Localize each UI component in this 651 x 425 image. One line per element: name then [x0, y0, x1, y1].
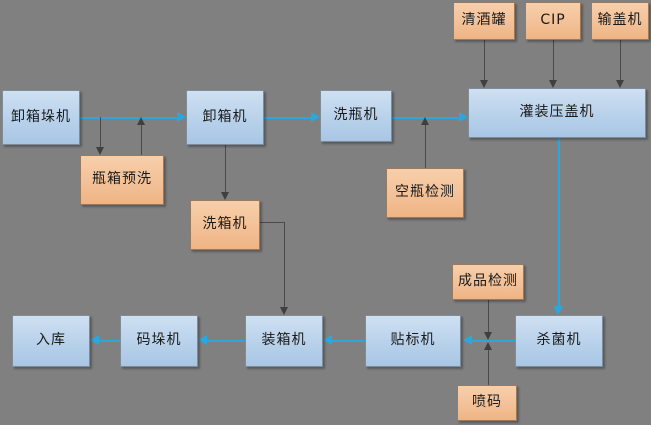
node-palletizer[interactable]: 码垛机	[120, 315, 198, 367]
node-label: 成品检测	[458, 273, 518, 290]
aux-arrowhead-n2-up	[137, 117, 145, 125]
aux-edge-n4-n15-h	[260, 222, 284, 223]
node-label: 输盖机	[597, 12, 643, 29]
aux-edge-n12-flow	[488, 300, 489, 332]
aux-edge-n10-n7	[620, 40, 621, 80]
node-label: 洗箱机	[202, 216, 248, 233]
aux-arrowhead-n15	[280, 307, 288, 315]
aux-edge-n1-n2	[100, 117, 101, 147]
node-cip[interactable]: CIP	[525, 2, 581, 40]
flow-edge-n15-n16	[207, 340, 245, 342]
node-filler-capper[interactable]: 灌装压盖机	[468, 88, 646, 138]
node-label: 贴标机	[390, 332, 436, 349]
node-case-packer[interactable]: 装箱机	[245, 315, 323, 367]
aux-edge-n6-flow	[425, 125, 426, 168]
flow-arrowhead-n5	[311, 112, 320, 122]
node-labeler[interactable]: 贴标机	[365, 315, 461, 367]
node-label: CIP	[540, 12, 566, 29]
node-label: 杀菌机	[536, 332, 582, 349]
aux-edge-n9-n7	[553, 40, 554, 80]
node-bottle-washer[interactable]: 洗瓶机	[320, 90, 392, 142]
node-uncaser[interactable]: 卸箱机	[186, 90, 264, 145]
flow-edge-n1-n3	[80, 117, 177, 119]
node-crate-washer[interactable]: 洗箱机	[190, 200, 260, 250]
aux-edge-n2-flow	[141, 125, 142, 155]
node-label: 喷码	[472, 394, 502, 411]
flow-edge-n16-n17	[99, 340, 120, 342]
aux-edge-n4-n15-v	[284, 222, 285, 307]
aux-arrowhead-flow-a	[484, 332, 492, 340]
flow-edge-n14-n15	[332, 340, 365, 342]
flow-arrowhead-n16	[198, 335, 207, 345]
aux-arrowhead-n4	[221, 192, 229, 200]
node-label: 清酒罐	[461, 12, 507, 29]
node-inkjet-coder[interactable]: 喷码	[457, 385, 517, 421]
node-warehouse[interactable]: 入库	[12, 315, 90, 367]
flow-arrowhead-n7	[459, 112, 468, 122]
node-bright-beer-tank[interactable]: 清酒罐	[453, 2, 515, 40]
flow-arrowhead-n11	[553, 306, 563, 315]
aux-edge-n13-flow	[488, 350, 489, 385]
node-cap-feeder[interactable]: 输盖机	[591, 2, 649, 40]
aux-arrowhead-n7-b	[549, 80, 557, 88]
flow-arrowhead-n3	[177, 112, 186, 122]
flow-edge-n7-n11	[558, 138, 560, 306]
flow-arrowhead-n17	[90, 335, 99, 345]
flow-edge-n3-n5	[264, 117, 311, 119]
aux-edge-n8-n7	[484, 40, 485, 80]
aux-arrowhead-flow-b	[484, 342, 492, 350]
node-label: 灌装压盖机	[519, 104, 595, 121]
aux-arrowhead-n7-a	[480, 80, 488, 88]
flow-edge-n11-n14	[472, 340, 515, 342]
node-finished-product-inspection[interactable]: 成品检测	[452, 264, 524, 300]
node-bottle-crate-prewash[interactable]: 瓶箱预洗	[80, 155, 164, 205]
node-label: 码垛机	[136, 332, 182, 349]
flow-arrowhead-n14	[463, 335, 472, 345]
aux-arrowhead-n2	[96, 147, 104, 155]
flow-arrowhead-n15	[323, 335, 332, 345]
node-label: 入库	[36, 332, 66, 349]
node-label: 卸箱垛机	[11, 108, 71, 125]
aux-edge-n3-n4	[225, 145, 226, 192]
aux-arrowhead-n6-up	[421, 117, 429, 125]
node-label: 瓶箱预洗	[92, 171, 152, 188]
node-label: 卸箱机	[202, 108, 248, 125]
node-label: 洗瓶机	[333, 107, 379, 124]
node-label: 装箱机	[261, 332, 307, 349]
node-unpacking-stacker[interactable]: 卸箱垛机	[2, 90, 80, 145]
node-pasteurizer[interactable]: 杀菌机	[515, 315, 603, 367]
aux-arrowhead-n7-c	[616, 80, 624, 88]
node-label: 空瓶检测	[395, 184, 455, 201]
node-empty-bottle-inspection[interactable]: 空瓶检测	[386, 168, 464, 218]
